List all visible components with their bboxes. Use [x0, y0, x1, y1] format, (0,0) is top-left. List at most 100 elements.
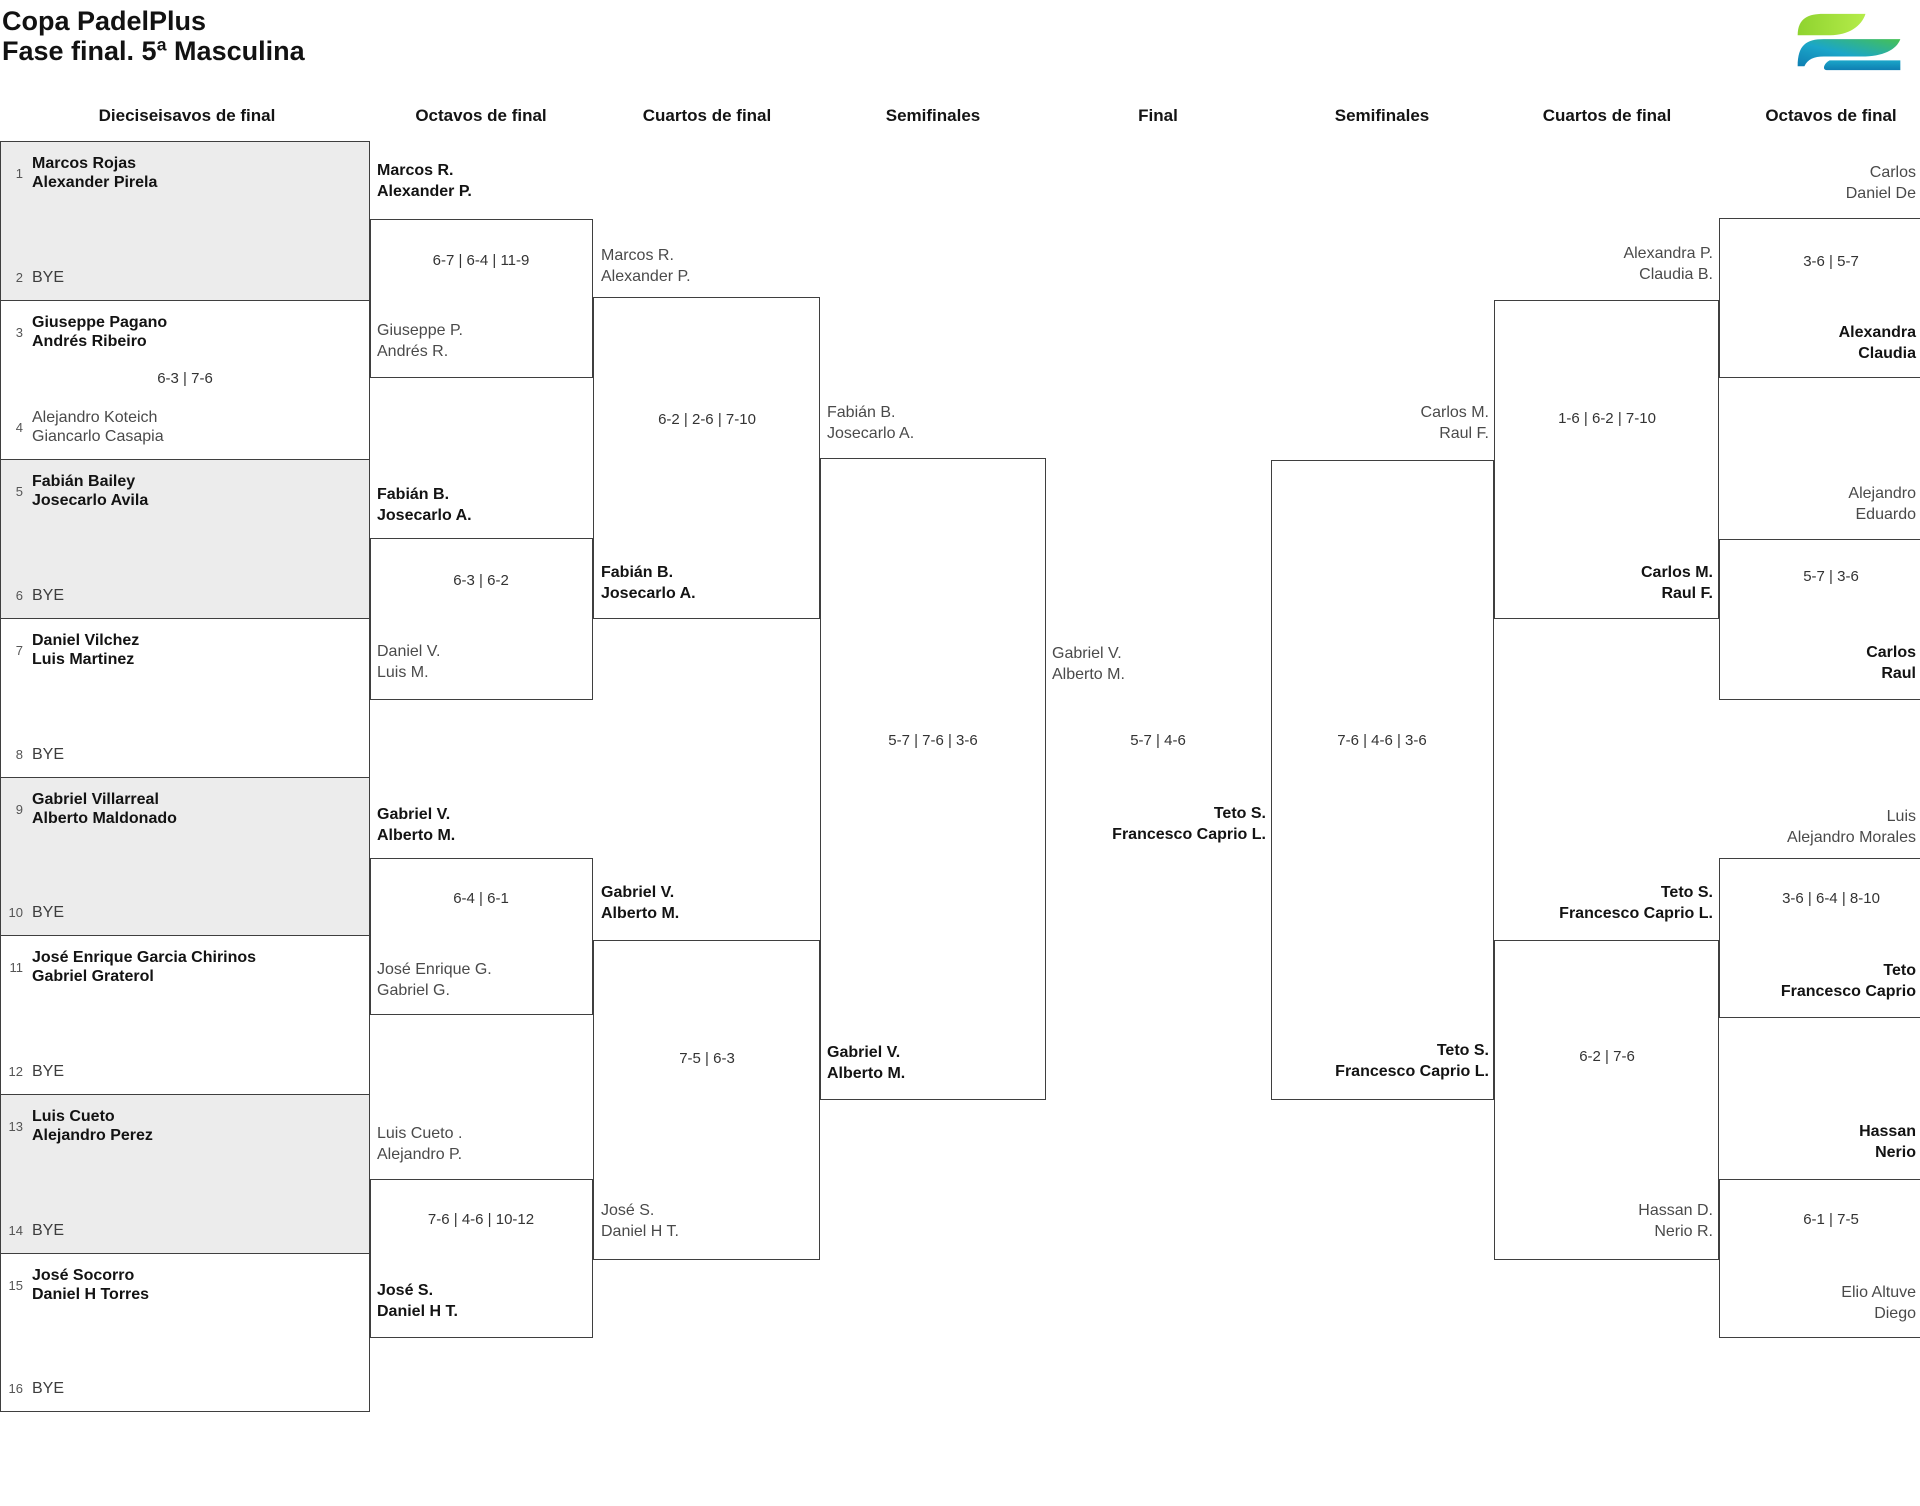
team-label: Gabriel V.Alberto M.: [827, 1044, 906, 1082]
player-name: Giuseppe Pagano: [32, 314, 168, 331]
player-name: Daniel H Torres: [32, 1286, 150, 1303]
match-score: 5-7 | 7-6 | 3-6: [888, 732, 978, 749]
r16-right-match-2-connector: [1719, 539, 1920, 700]
team-row: 16 BYE: [1, 1379, 369, 1398]
match-score: 6-3 | 6-2: [453, 572, 509, 589]
team-row: 3 Giuseppe Pagano Andrés Ribeiro: [1, 313, 369, 351]
team-row: 11 José Enrique Garcia Chirinos Gabriel …: [1, 948, 369, 986]
team-label: Giuseppe P.Andrés R.: [377, 322, 463, 360]
sf-left-connector: [820, 458, 1046, 1100]
team-label: Fabián B.Josecarlo A.: [827, 404, 915, 442]
team-label: Marcos R.Alexander P.: [601, 247, 691, 285]
column-header-sf-left: Semifinales: [885, 106, 981, 125]
column-header-sf-right: Semifinales: [1334, 106, 1430, 125]
team-label: Fabián B.Josecarlo A.: [601, 564, 696, 602]
column-header-qf-left: Cuartos de final: [642, 106, 772, 125]
bye-label: BYE: [32, 746, 65, 763]
team-players: José Socorro Daniel H Torres: [32, 1266, 149, 1304]
team-row: 10 BYE: [1, 903, 369, 922]
qf-right-match-2-connector: [1494, 940, 1719, 1260]
bye-label: BYE: [32, 904, 65, 921]
player-name: Gabriel Graterol: [32, 968, 154, 985]
team-label: Marcos R.Alexander P.: [377, 162, 472, 200]
match-score: 7-6 | 4-6 | 3-6: [1337, 732, 1427, 749]
seed-number: 14: [8, 1223, 23, 1238]
seed-number: 3: [15, 324, 23, 340]
player-name: José Enrique Garcia Chirinos: [32, 949, 257, 966]
seed-number: 10: [8, 905, 23, 920]
team-label: Carlos M.Raul F.: [1640, 564, 1713, 602]
sf-right-connector: [1271, 460, 1494, 1100]
team-players: Daniel Vilchez Luis Martinez: [32, 631, 139, 669]
team-label: Gabriel V.Alberto M.: [377, 806, 456, 844]
r16-right-match-3-connector: [1719, 858, 1920, 1018]
player-name: Luis Cueto: [32, 1108, 115, 1125]
column-header-r16-right: Octavos de final: [1765, 106, 1897, 125]
team-row: 14 BYE: [1, 1221, 369, 1240]
player-name: Andrés Ribeiro: [32, 333, 147, 350]
team-row: 15 José Socorro Daniel H Torres: [1, 1266, 369, 1304]
team-row: 2 BYE: [1, 268, 369, 287]
seed-number: 9: [15, 801, 23, 817]
bye-label: BYE: [32, 269, 65, 286]
padelplus-logo-icon: [1797, 13, 1901, 71]
match-score: 6-2 | 7-6: [1579, 1048, 1635, 1065]
r16-right-match-1-connector: [1719, 218, 1920, 378]
column-header-qf-right: Cuartos de final: [1542, 106, 1672, 125]
team-label: José S.Daniel H T.: [377, 1282, 458, 1320]
player-name: Giancarlo Casapia: [32, 428, 164, 445]
page-title: Copa PadelPlus: [2, 6, 207, 36]
bye-label: BYE: [32, 1222, 65, 1239]
r32-match-8-card: 15 José Socorro Daniel H Torres 16 BYE: [0, 1253, 370, 1412]
team-players: Alejandro Koteich Giancarlo Casapia: [32, 408, 164, 446]
player-name: Gabriel Villarreal: [32, 791, 159, 808]
column-header-r16-left: Octavos de final: [415, 106, 547, 125]
team-label: Gabriel V.Alberto M.: [1052, 645, 1125, 683]
seed-number: 2: [15, 270, 23, 285]
player-name: Alejandro Perez: [32, 1127, 153, 1144]
seed-number: 13: [8, 1118, 23, 1134]
padelplus-logo: [1790, 10, 1908, 72]
team-row: 5 Fabián Bailey Josecarlo Avila: [1, 472, 369, 510]
seed-number: 15: [8, 1277, 23, 1293]
seed-number: 4: [15, 419, 23, 435]
team-row: 9 Gabriel Villarreal Alberto Maldonado: [1, 790, 369, 828]
seed-number: 1: [15, 165, 23, 181]
team-label: Alexandra P.Claudia B.: [1623, 245, 1713, 283]
team-row: 12 BYE: [1, 1062, 369, 1081]
r32-match-3-card: 5 Fabián Bailey Josecarlo Avila 6 BYE: [0, 459, 370, 619]
r32-match-6-card: 11 José Enrique Garcia Chirinos Gabriel …: [0, 935, 370, 1095]
player-name: Daniel Vilchez: [32, 632, 140, 649]
bye-label: BYE: [32, 587, 65, 604]
column-header-r32: Dieciseisavos de final: [98, 106, 276, 125]
seed-number: 12: [8, 1064, 23, 1079]
team-label: Carlos M.Raul F.: [1420, 404, 1489, 442]
r16-right-match-4-connector: [1719, 1179, 1920, 1338]
seed-number: 7: [15, 642, 23, 658]
player-name: Fabián Bailey: [32, 473, 136, 490]
team-players: Marcos Rojas Alexander Pirela: [32, 154, 157, 192]
seed-number: 6: [15, 588, 23, 603]
r32-match-1-card: 1 Marcos Rojas Alexander Pirela 2 BYE: [0, 141, 370, 301]
column-header-final: Final: [1138, 106, 1178, 125]
seed-number: 16: [8, 1381, 23, 1396]
team-label: Teto S.Francesco Caprio L.: [1559, 884, 1713, 922]
team-row: 13 Luis Cueto Alejandro Perez: [1, 1107, 369, 1145]
r32-match-4-card: 7 Daniel Vilchez Luis Martinez 8 BYE: [0, 618, 370, 778]
team-row: 4 Alejandro Koteich Giancarlo Casapia: [1, 408, 369, 446]
bye-label: BYE: [32, 1063, 65, 1080]
seed-number: 11: [9, 959, 24, 975]
match-score: 6-1 | 7-5: [1803, 1211, 1859, 1228]
match-score: 3-6 | 5-7: [1803, 253, 1859, 270]
player-name: Marcos Rojas: [32, 155, 137, 172]
page-subtitle: Fase final. 5ª Masculina: [2, 36, 305, 66]
seed-number: 5: [15, 483, 23, 499]
team-players: Giuseppe Pagano Andrés Ribeiro: [32, 313, 167, 351]
